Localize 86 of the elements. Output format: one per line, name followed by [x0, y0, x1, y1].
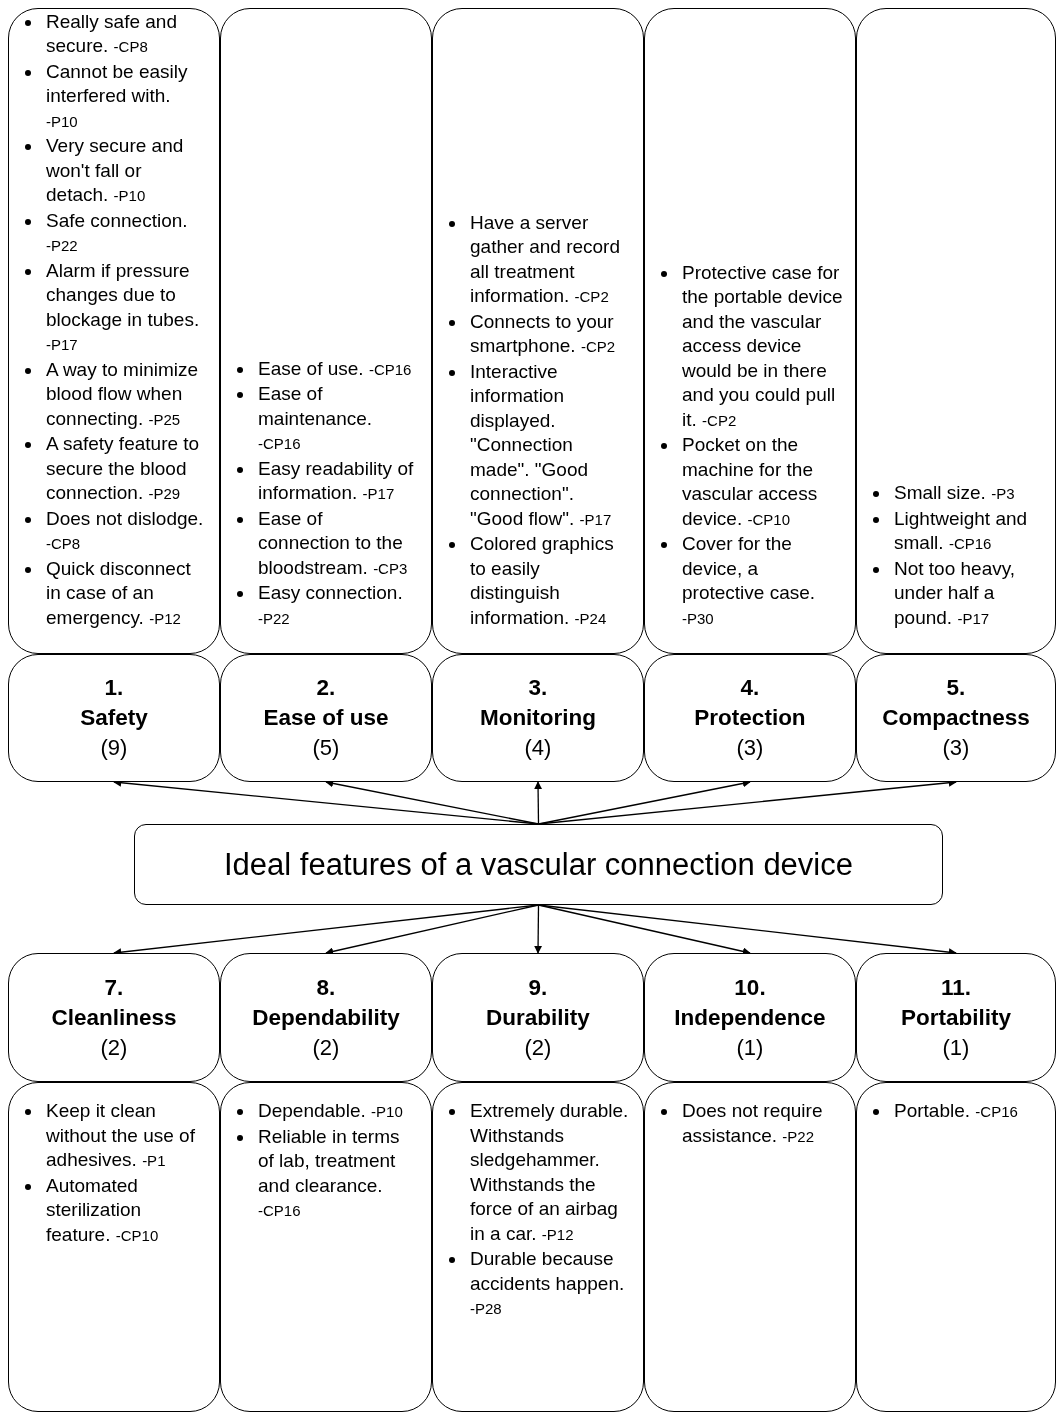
item-count: (1): [942, 1033, 970, 1062]
item-count: (1): [736, 1033, 764, 1062]
category-box: [644, 953, 856, 1082]
item-count: (2): [524, 1033, 552, 1062]
bullet-item: Quick disconnect in case of an emergency. -P12: [46, 557, 191, 628]
bullet-item: Interactive information displayed. "Connection made". "Good connection". "Good flow". -P17: [470, 360, 612, 529]
category-number: 3.: [528, 674, 548, 702]
feature-list-card: [644, 8, 856, 654]
category-name: Protection: [694, 704, 806, 732]
item-count: (2): [100, 1033, 128, 1062]
category-number: 8.: [316, 973, 336, 1002]
bullet-item: Small size. -P3: [894, 482, 1015, 503]
category-name: Monitoring: [479, 704, 597, 732]
bullet-item: Safe connection. -P22: [46, 209, 188, 255]
bullet-item: Ease of maintenance. -CP16: [258, 383, 373, 453]
category-box: [856, 654, 1056, 782]
topic-title: Ideal features of a vascular connection device: [224, 846, 853, 883]
bullet-item: A safety feature to secure the blood connection. -P29: [46, 433, 200, 503]
category-name: Ease of use: [263, 704, 389, 732]
feature-list-card: [856, 8, 1056, 654]
bullet-item: Connects to your smartphone. -CP2: [470, 310, 616, 356]
bullet-item: Not too heavy, under half a pound. -P17: [894, 557, 1016, 628]
bullet-item: Pocket on the machine for the vascular access device. -CP10: [682, 434, 818, 529]
category-number: 11.: [940, 973, 971, 1002]
bullet-item: A way to minimize blood flow when connecting. -P25: [46, 358, 199, 429]
topic-box: [134, 824, 943, 905]
bullet-item: Ease of connection to the bloodstream. -CP3: [258, 507, 408, 578]
category-box: [8, 953, 220, 1082]
feature-list-card: [220, 1082, 432, 1412]
bullet-item: Extremely durable. Withstands sledgehammer. Withstands the force of an airbag in a car. -P12: [470, 1100, 629, 1244]
category-number: 9.: [528, 973, 548, 1002]
category-name: Cleanliness: [51, 1003, 177, 1032]
feature-list-card: [8, 1082, 220, 1412]
bullet-item: Alarm if pressure changes due to blockage in tubes. -P17: [46, 259, 200, 354]
bullet-item: Cannot be easily interfered with. -P10: [46, 60, 188, 131]
bullet-item: Lightweight and small. -CP16: [894, 507, 1028, 553]
category-name: Durability: [486, 1003, 590, 1032]
feature-list-card: [432, 8, 644, 654]
bullet-item: Automated sterilization feature. -CP10: [46, 1174, 159, 1245]
category-box: [220, 953, 432, 1082]
bullet-item: Does not dislodge. -CP8: [46, 507, 204, 553]
feature-list-card: [432, 1082, 644, 1412]
bullet-item: Portable. -CP16: [894, 1100, 1018, 1121]
category-box: [432, 654, 644, 782]
category-name: Portability: [901, 1003, 1011, 1032]
bullet-item: Keep it clean without the use of adhesives. -P1: [46, 1100, 195, 1170]
bullet-item: Ease of use. -CP16: [258, 357, 412, 379]
category-box: [8, 654, 220, 782]
item-count: (9): [100, 734, 128, 762]
feature-list-card: [220, 8, 432, 654]
category-box: [644, 654, 856, 782]
category-number: 4.: [740, 674, 760, 702]
bullet-item: Very secure and won't fall or detach. -P10: [46, 135, 184, 205]
category-number: 10.: [734, 973, 766, 1002]
category-number: 7.: [104, 973, 124, 1002]
item-count: (4): [524, 734, 552, 762]
category-box: [220, 654, 432, 782]
bullet-item: Colored graphics to easily distinguish information. -P24: [470, 533, 614, 628]
bullet-item: Durable because accidents happen. -P28: [470, 1248, 625, 1318]
bullet-item: Easy readability of information. -P17: [258, 457, 414, 503]
bullet-item: Really safe and secure. -CP8: [46, 10, 177, 56]
category-number: 5.: [946, 674, 966, 702]
arrow: [534, 904, 543, 954]
item-count: (3): [736, 734, 764, 762]
arrow: [534, 781, 543, 825]
category-number: 1.: [104, 674, 124, 702]
bullet-item: Dependable. -P10: [258, 1100, 403, 1121]
category-name: Independence: [674, 1003, 826, 1032]
feature-list-card: [856, 1082, 1056, 1412]
category-name: Safety: [80, 704, 148, 732]
item-count: (5): [312, 734, 340, 762]
category-box: [432, 953, 644, 1082]
bullet-item: Protective case for the portable device and the vascular access device would be in there and you could pull it. -CP2: [682, 261, 843, 430]
feature-list-card: [644, 1082, 856, 1412]
bullet-item: Does not require assistance. -P22: [682, 1100, 823, 1146]
bullet-item: Cover for the device, a protective case. -P30: [682, 533, 816, 628]
item-count: (2): [312, 1033, 340, 1062]
bullet-item: Easy connection. -P22: [258, 582, 403, 628]
category-number: 2.: [316, 674, 336, 702]
category-name: Dependability: [252, 1003, 400, 1032]
category-box: [856, 953, 1056, 1082]
bullet-item: Have a server gather and record all treatment information. -CP2: [470, 211, 620, 306]
category-name: Compactness: [882, 704, 1030, 732]
feature-list-card: [8, 8, 220, 654]
item-count: (3): [942, 734, 970, 762]
bullet-item: Reliable in terms of lab, treatment and clearance. -CP16: [258, 1125, 400, 1220]
